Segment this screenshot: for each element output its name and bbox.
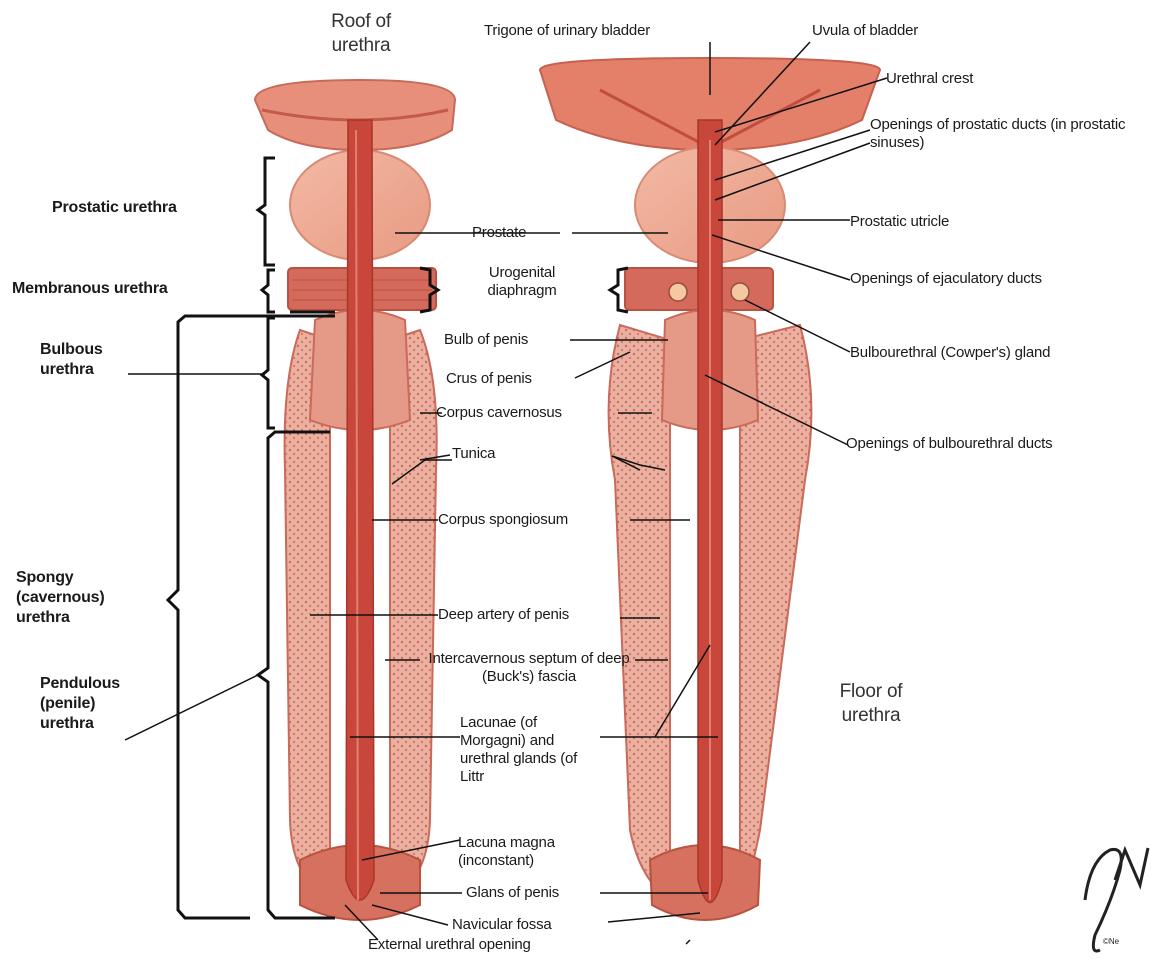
glans-of-penis-label: Glans of penis (466, 884, 559, 902)
prostate-label: Prostate (472, 224, 526, 242)
floor-of-urethra-label: Floor of urethra (826, 680, 916, 728)
lacunae-label: Lacunae (of Morgagni) and urethral gland… (460, 714, 600, 786)
spongy-urethra-label: Spongy (cavernous) urethra (16, 568, 156, 628)
urethral-crest-label: Urethral crest (886, 70, 973, 88)
prostatic-utricle-label: Prostatic utricle (850, 213, 949, 231)
navicular-fossa-label: Navicular fossa (452, 916, 552, 934)
membranous-urethra-label: Membranous urethra (12, 279, 168, 299)
tunica-label: Tunica (452, 445, 495, 463)
prostatic-urethra-label: Prostatic urethra (52, 198, 177, 218)
left-specimen (255, 80, 455, 920)
lacuna-magna-label: Lacuna magna (inconstant) (458, 834, 578, 870)
corpus-cavernosus-label: Corpus cavernosus (436, 404, 562, 422)
urogenital-diaphragm-label: Urogenital diaphragm (468, 264, 576, 300)
crus-of-penis-label: Crus of penis (446, 370, 532, 388)
prostatic-ducts-label: Openings of prostatic ducts (in prostati… (870, 116, 1140, 152)
right-specimen (540, 58, 880, 920)
roof-of-urethra-label: Roof of urethra (316, 10, 406, 58)
uvula-label: Uvula of bladder (812, 22, 918, 40)
signature-text: ©Ne (1103, 937, 1120, 946)
bulbous-urethra-label: Bulbous urethra (40, 340, 130, 380)
bulbourethral-ducts-label: Openings of bulbourethral ducts (846, 435, 1052, 453)
bulbourethral-gland-label: Bulbourethral (Cowper's) gland (850, 344, 1050, 362)
external-urethral-opening-label: External urethral opening (368, 936, 531, 954)
pendulous-urethra-label: Pendulous (penile) urethra (40, 674, 130, 734)
bulb-of-penis-label: Bulb of penis (444, 331, 528, 349)
deep-artery-label: Deep artery of penis (438, 606, 569, 624)
ejaculatory-ducts-label: Openings of ejaculatory ducts (850, 270, 1042, 288)
trigone-label: Trigone of urinary bladder (484, 22, 650, 40)
corpus-spongiosum-label: Corpus spongiosum (438, 511, 568, 529)
intercavernous-septum-label: Intercavernous septum of deep (Buck's) f… (420, 650, 638, 686)
artist-signature: ©Ne (1085, 848, 1148, 951)
